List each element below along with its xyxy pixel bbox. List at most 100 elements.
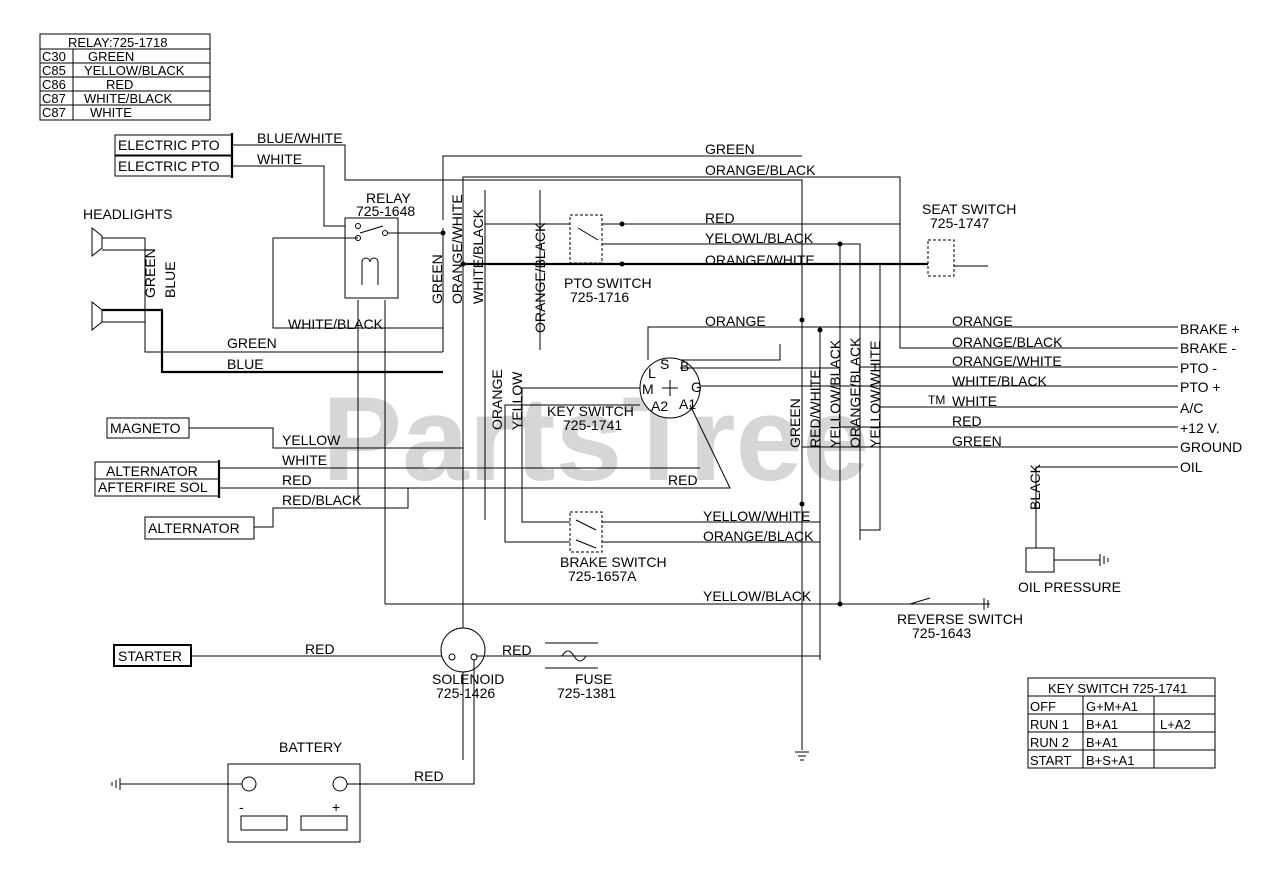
alternator-label: ALTERNATOR bbox=[148, 520, 240, 536]
key-table-pos: RUN 2 bbox=[1030, 735, 1069, 750]
reverse-switch-label: REVERSE SWITCH bbox=[897, 611, 1023, 627]
wire-label: GREEN bbox=[227, 335, 277, 351]
wire-label: YELLOW/WHITE bbox=[703, 508, 810, 524]
wire-label: ORANGE/BLACK bbox=[705, 162, 816, 178]
wire-label: RED/WHITE bbox=[807, 369, 823, 448]
key-switch: S B L M G A2 A1 KEY SWITCH 725-1741 bbox=[547, 356, 702, 433]
relay-table-title: RELAY:725-1718 bbox=[68, 35, 168, 50]
headlights-label: HEADLIGHTS bbox=[83, 206, 172, 222]
starter: STARTER bbox=[113, 644, 192, 667]
electric-pto-label: ELECTRIC PTO bbox=[118, 137, 220, 153]
battery-label: BATTERY bbox=[279, 739, 343, 755]
relay-pin: C30 bbox=[42, 49, 66, 64]
battery-plus: + bbox=[332, 799, 340, 815]
oil-pressure-label: OIL PRESSURE bbox=[1018, 579, 1121, 595]
connector-ground: GROUND bbox=[1180, 439, 1242, 455]
wire-label: ORANGE/BLACK bbox=[952, 334, 1063, 350]
relay-part: 725-1648 bbox=[356, 203, 415, 219]
relay-pin: C86 bbox=[42, 77, 66, 92]
key-switch-part: 725-1741 bbox=[563, 417, 622, 433]
key-switch-table: KEY SWITCH 725-1741 OFF G+M+A1 RUN 1 B+A… bbox=[1027, 677, 1216, 769]
key-terminal: M bbox=[642, 381, 654, 397]
afterfire-label: AFTERFIRE SOL bbox=[98, 479, 208, 495]
solenoid: SOLENOID 725-1426 bbox=[432, 627, 504, 701]
brake-switch: BRAKE SWITCH 725-1657A bbox=[560, 511, 667, 584]
relay-color: WHITE/BLACK bbox=[84, 91, 172, 106]
connector-brake-plus: BRAKE + bbox=[1180, 321, 1240, 337]
pto-switch: PTO SWITCH 725-1716 bbox=[564, 214, 652, 305]
wire-label: BLUE bbox=[162, 261, 178, 298]
connector-12v: +12 V. bbox=[1180, 420, 1220, 436]
starter-label: STARTER bbox=[118, 648, 182, 664]
brake-switch-label: BRAKE SWITCH bbox=[560, 554, 667, 570]
wire-label: RED bbox=[502, 642, 532, 658]
wire-label: RED bbox=[414, 768, 444, 784]
connector-pto-plus: PTO + bbox=[1180, 379, 1221, 395]
wire-label: ORANGE/BLACK bbox=[532, 222, 548, 333]
connector-oil: OIL bbox=[1180, 459, 1203, 475]
reverse-switch-part: 725-1643 bbox=[912, 625, 971, 641]
wire-label: ORANGE/WHITE bbox=[449, 194, 465, 304]
key-terminal: G bbox=[691, 379, 702, 395]
seat-switch-part: 725-1747 bbox=[930, 215, 989, 231]
ground-icon bbox=[795, 751, 809, 761]
wire-label: BLACK bbox=[1027, 463, 1043, 510]
wire-label: GREEN bbox=[142, 248, 158, 298]
relay-table: RELAY:725-1718 C30 GREEN C85 YELLOW/BLAC… bbox=[39, 33, 211, 121]
relay-pin: C87 bbox=[42, 105, 66, 120]
relay: RELAY 725-1648 bbox=[344, 190, 415, 299]
key-terminal: S bbox=[660, 356, 669, 372]
connector-ac: A/C bbox=[1180, 400, 1203, 416]
key-table-cell: L+A2 bbox=[1160, 717, 1191, 732]
relay-color: YELLOW/BLACK bbox=[84, 63, 185, 78]
pto-switch-label: PTO SWITCH bbox=[564, 275, 652, 291]
wire-label: WHITE/BLACK bbox=[288, 316, 384, 332]
relay-color: RED bbox=[106, 77, 133, 92]
brake-switch-part: 725-1657A bbox=[568, 568, 637, 584]
key-terminal: A2 bbox=[651, 398, 668, 414]
wire-label: BLUE/WHITE bbox=[257, 130, 343, 146]
seat-switch-label: SEAT SWITCH bbox=[922, 201, 1016, 217]
wire-label: RED bbox=[705, 210, 735, 226]
wire-label: ORANGE/WHITE bbox=[952, 353, 1062, 369]
relay-color: GREEN bbox=[88, 49, 134, 64]
wire-label: RED/BLACK bbox=[282, 492, 362, 508]
pto-switch-part: 725-1716 bbox=[570, 289, 629, 305]
magneto: MAGNETO bbox=[106, 417, 190, 439]
wire-label: YELLOW/BLACK bbox=[827, 339, 843, 448]
connector-pto-minus: PTO - bbox=[1180, 360, 1217, 376]
electric-pto: ELECTRIC PTO ELECTRIC PTO bbox=[114, 133, 234, 178]
relay-label: RELAY bbox=[366, 190, 412, 206]
relay-color: WHITE bbox=[90, 105, 132, 120]
wire-label: GREEN bbox=[952, 433, 1002, 449]
connector-brake-minus: BRAKE - bbox=[1180, 340, 1236, 356]
key-switch-label: KEY SWITCH bbox=[547, 403, 634, 419]
wire-label: ORANGE/BLACK bbox=[703, 528, 814, 544]
watermark: PartsTree bbox=[322, 372, 869, 506]
wire-label: RED bbox=[305, 641, 335, 657]
oil-pressure: BLACK OIL PRESSURE bbox=[1018, 463, 1121, 595]
key-table-cell: B+S+A1 bbox=[1086, 753, 1134, 768]
alternator: ALTERNATOR AFTERFIRE SOL bbox=[94, 460, 221, 498]
key-table-pos: RUN 1 bbox=[1030, 717, 1069, 732]
wire-label: BLUE bbox=[227, 356, 264, 372]
junction-dots bbox=[440, 221, 843, 607]
battery: BATTERY - + bbox=[227, 739, 361, 843]
wire-label: GREEN bbox=[705, 141, 755, 157]
seat-switch: SEAT SWITCH 725-1747 bbox=[922, 201, 1016, 277]
magneto-label: MAGNETO bbox=[110, 420, 181, 436]
watermark-tm: TM bbox=[928, 393, 945, 407]
electric-pto-label: ELECTRIC PTO bbox=[118, 158, 220, 174]
wire-label: WHITE bbox=[257, 151, 302, 167]
relay-pin: C85 bbox=[42, 63, 66, 78]
alternator-2: ALTERNATOR bbox=[144, 516, 255, 540]
wire-label: WHITE/BLACK bbox=[952, 373, 1048, 389]
wire-label: YELLOW bbox=[282, 432, 341, 448]
wire-label: YELLOW/WHITE bbox=[867, 341, 883, 448]
alternator-label: ALTERNATOR bbox=[106, 463, 198, 479]
wire-label: GREEN bbox=[787, 398, 803, 448]
wire-label: ORANGE/BLACK bbox=[847, 337, 863, 448]
key-terminal: L bbox=[648, 365, 656, 381]
